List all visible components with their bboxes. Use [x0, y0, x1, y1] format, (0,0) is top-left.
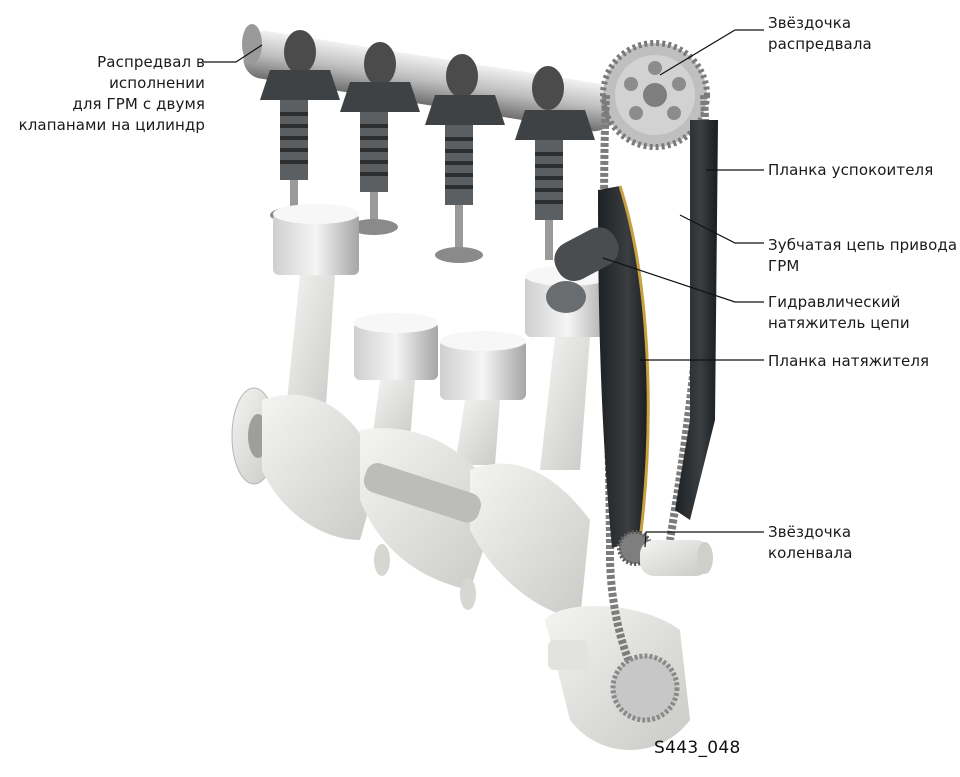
label-timing-chain: Зубчатая цепь привода ГРМ: [768, 236, 958, 275]
label-cam-sprocket: Звёздочка распредвала: [768, 14, 872, 53]
camshaft: [242, 24, 616, 132]
hydraulic-tensioner: [546, 227, 619, 313]
leader-line-timing-chain: [679, 214, 764, 244]
crank-sprocket: [617, 530, 713, 576]
pistons: [273, 204, 611, 470]
leader-lines: [203, 29, 764, 548]
leader-line-hydraulic-tensioner: [602, 257, 764, 303]
valve-train: [260, 70, 595, 263]
leader-line-cam-sprocket: [659, 29, 764, 76]
label-crank-sprocket: Звёздочка коленвала: [768, 523, 853, 562]
label-hydraulic-tensioner: Гидравлический натяжитель цепи: [768, 293, 910, 332]
tensioner-rail: [598, 185, 650, 548]
valve-unit: [260, 70, 340, 223]
valve-unit: [340, 82, 420, 235]
crankshaft: [231, 387, 590, 620]
figure-code: S443_048: [654, 738, 741, 758]
guide-rail: [675, 120, 718, 520]
valve-unit: [515, 110, 595, 260]
piston: [354, 313, 438, 440]
oil-pump-sprocket: [610, 653, 680, 723]
label-guide-rail: Планка успокоителя: [768, 161, 934, 179]
leader-line-camshaft: [203, 44, 263, 63]
piston: [440, 331, 526, 465]
leader-line-crank-sprocket: [644, 531, 764, 548]
label-tensioner-rail: Планка натяжителя: [768, 352, 930, 370]
label-camshaft: Распредвал в исполнении для ГРМ с двумя …: [18, 53, 205, 134]
piston: [273, 204, 359, 420]
valve-unit: [425, 95, 505, 263]
